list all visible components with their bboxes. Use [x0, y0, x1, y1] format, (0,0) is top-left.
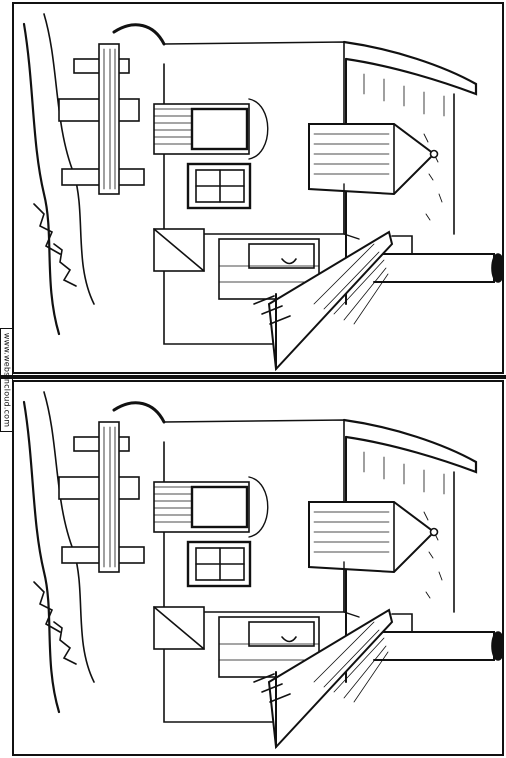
- illustration-panel-top[interactable]: [12, 2, 504, 374]
- cottage-illustration-bottom: [22, 390, 502, 749]
- panel-divider: [0, 375, 506, 379]
- cottage-illustration-top: [22, 12, 502, 371]
- illustration-panel-bottom[interactable]: [12, 380, 504, 756]
- watermark-text: www.websincloud.com: [2, 332, 11, 428]
